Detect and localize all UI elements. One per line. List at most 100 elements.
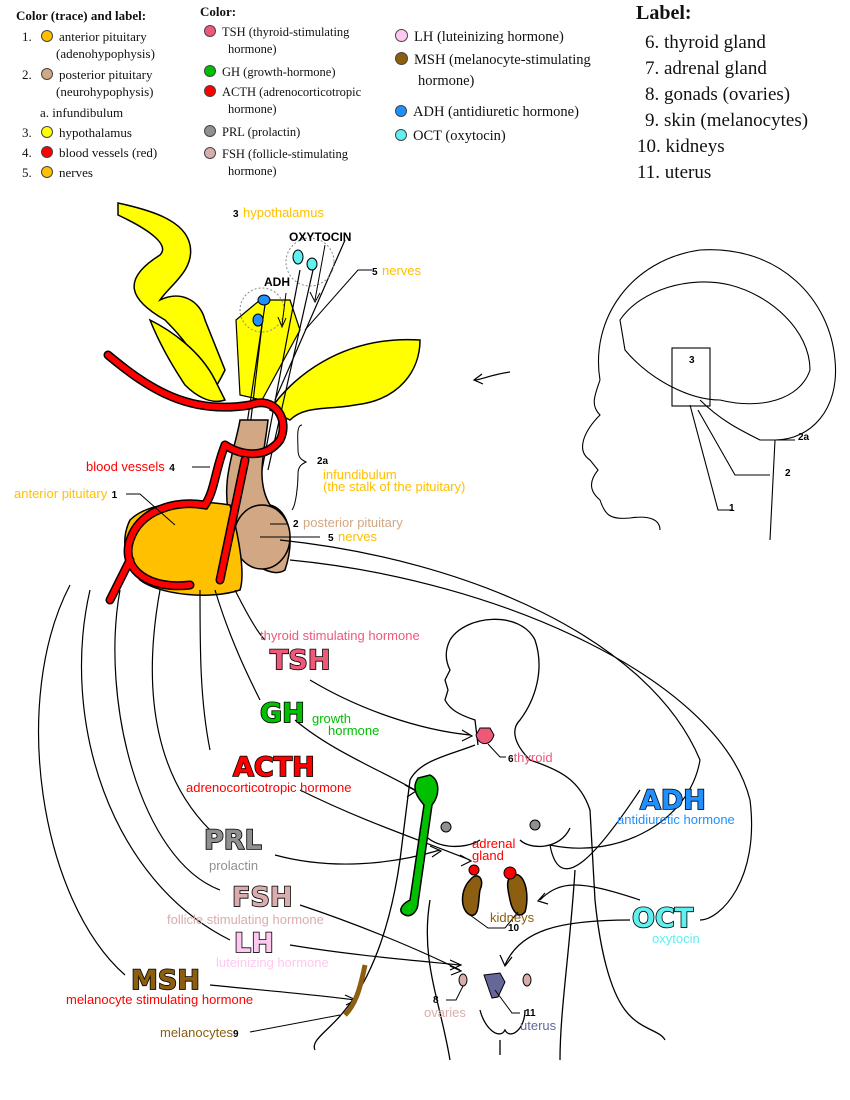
uterus [483, 972, 506, 999]
color-swatch-icon [395, 129, 407, 141]
kidneys-label: kidneys [490, 910, 535, 925]
anterior-pituitary-label: anterior pituitary 1 [14, 486, 118, 501]
arrow-down-icon [309, 244, 326, 304]
legend-item: 1. anterior pituitary (adenohypophysis) [22, 29, 155, 61]
nerves-label-top: 5 nerves [372, 263, 422, 278]
blood-vessels-label: blood vessels 4 [86, 459, 175, 474]
color-swatch-icon [41, 126, 53, 138]
oxytocin-label: OXYTOCIN [289, 230, 352, 244]
infundibulum-label: 2a infundibulum (the stalk of the pituit… [317, 456, 466, 494]
gh-abbr: GH [259, 697, 305, 730]
hypothalamus-label: 3 hypothalamus [233, 205, 324, 220]
ovaries-num: 8 [433, 995, 439, 1006]
mammary-gland-right [529, 819, 541, 831]
fsh-name: follicle stimulating hormone [167, 912, 324, 927]
inset-label-2a: 2a [798, 432, 810, 443]
color-legend-heading: Color: [200, 4, 237, 19]
color-swatch-icon [395, 105, 407, 117]
label-item: 11. uterus [637, 162, 712, 183]
legend-item: 4. blood vessels (red) [22, 145, 158, 160]
label-item: 10. kidneys [637, 136, 725, 157]
tsh-abbr: TSH [269, 644, 331, 677]
legend-item: 3. hypothalamus [22, 125, 132, 140]
adrenal-label: adrenal gland [472, 836, 516, 863]
hypothalamus-lobe-right [268, 338, 421, 421]
oxytocin-neuron-1 [292, 249, 304, 265]
pituitary-leaders [126, 424, 320, 538]
adh-neuron-1 [257, 294, 271, 306]
color-swatch-icon [41, 146, 53, 158]
gh-name: growth hormone [312, 711, 380, 738]
kidney-right [506, 873, 528, 916]
tsh-name: thyroid stimulating hormone [260, 628, 420, 643]
label-list-heading: Label: [636, 2, 692, 24]
legend-item-prl: PRL (prolactin) [204, 124, 300, 141]
color-swatch-icon [204, 147, 216, 159]
legend-item: 5. nerves [22, 165, 93, 180]
leader-line [304, 269, 372, 331]
msh-abbr: MSH [130, 964, 201, 997]
hormone-pathways [37, 539, 753, 1006]
adh-neuron-2 [252, 313, 264, 327]
color-swatch-icon [41, 68, 53, 80]
arrow-left-icon [472, 371, 511, 385]
color-swatch-icon [204, 65, 216, 77]
color-swatch-icon [204, 25, 216, 37]
skin-melanocytes [343, 964, 368, 1017]
legend-item-lh: LH (luteinizing hormone) [395, 27, 564, 48]
color-swatch-icon [204, 85, 216, 97]
label-item: 7. adrenal gland [645, 58, 767, 79]
oxytocin-group-ring [285, 237, 335, 287]
arrow-down-icon [277, 292, 287, 329]
color-swatch-icon [395, 52, 408, 65]
legend-item-oct: OCT (oxytocin) [395, 128, 506, 145]
inset-label-3: 3 [689, 355, 695, 366]
ovaries-label: ovaries [424, 1005, 466, 1020]
adh-label: ADH [264, 275, 290, 289]
melanocytes-label: melanocytes9 [160, 1025, 239, 1040]
body-outline [313, 618, 666, 1061]
legend-heading: Color (trace) and label: [16, 8, 147, 23]
fsh-abbr: FSH [231, 881, 293, 914]
legend-item: a. infundibulum [40, 105, 124, 120]
inset-label-2: 2 [785, 468, 791, 479]
acth-abbr: ACTH [232, 751, 315, 784]
color-swatch-icon [41, 30, 53, 42]
legend-item: 2. posterior pituitary (neurohypophysis) [22, 67, 154, 99]
nerves-label-bottom: 5 nerves [328, 529, 378, 544]
bone-humerus [400, 774, 439, 917]
mammary-gland-left [440, 821, 452, 833]
label-item: 8. gonads (ovaries) [645, 84, 791, 105]
lh-abbr: LH [233, 927, 274, 960]
prl-name: prolactin [209, 858, 259, 873]
kidneys-num: 10 [508, 923, 520, 934]
adrenal-gland-left [468, 864, 480, 876]
prl-abbr: PRL [203, 824, 262, 857]
thyroid-label: 6thyroid [508, 750, 553, 765]
acth-name: adrenocorticotropic hormone [186, 780, 352, 795]
head-inset [582, 249, 837, 541]
oxytocin-neuron-2 [306, 257, 318, 271]
color-swatch-icon [395, 29, 408, 42]
uterus-num: 11 [525, 1008, 536, 1019]
color-swatch-icon [41, 166, 53, 178]
thyroid-gland [475, 727, 495, 745]
kidney-left [461, 875, 483, 916]
hypothalamus-lobe-left [148, 318, 227, 402]
posterior-pituitary-label: 2 posterior pituitary [293, 515, 403, 530]
label-item: 6. thyroid gland [645, 32, 766, 53]
legend-item-adh: ADH (antidiuretic hormone) [395, 104, 579, 121]
adh-name: antidiuretic hormone [617, 812, 735, 827]
label-list: 6. thyroid gland 7. adrenal gland 8. gon… [637, 30, 808, 186]
oct-name: oxytocin [652, 931, 700, 946]
adrenal-gland-right [503, 866, 517, 880]
color-swatch-icon [204, 125, 216, 137]
uterus-label: uterus [520, 1018, 557, 1033]
ovary-right [522, 973, 532, 987]
inset-label-1: 1 [729, 503, 735, 514]
